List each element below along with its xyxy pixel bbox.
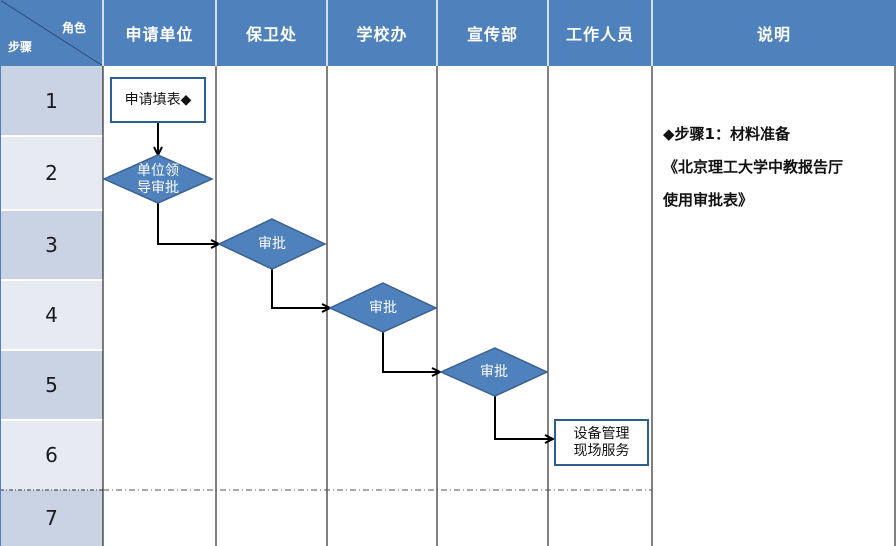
step-number: 6 (45, 443, 58, 467)
step-cell-bg (0, 280, 103, 350)
step-number: 3 (45, 233, 58, 257)
unit-leader-approval-diamond (102, 154, 214, 204)
equipment-service-box (554, 419, 649, 466)
notes-description: ◆步骤1：材料准备 《北京理工大学中教报告厅 使用审批表》 (663, 118, 893, 217)
column-header-notes: 说明 (756, 25, 791, 44)
corner-step-label: 步骤 (8, 40, 33, 54)
school-office-approval-label: 审批 (369, 299, 397, 316)
step-number: 5 (45, 373, 58, 397)
column-header-staff: 工作人员 (565, 25, 634, 44)
corner-diagonal (0, 0, 104, 67)
unit-leader-approval-label: 单位领 导审批 (104, 160, 212, 200)
fill-form-label: 申请填表◆ (124, 91, 192, 108)
column-header-publicity: 宣传部 (466, 25, 518, 44)
column-header-school-office: 学校办 (356, 25, 408, 44)
equipment-service-line2: 现场服务 (573, 443, 630, 459)
step-cell-bg (0, 66, 103, 136)
notes-line: 《北京理工大学中教报告厅 (663, 158, 844, 176)
notes-line: ◆步骤1：材料准备 (663, 125, 790, 143)
security-approval-label: 审批 (258, 235, 286, 252)
unit-leader-approval-line2: 导审批 (137, 180, 179, 196)
equipment-service-label: 设备管理 现场服务 (555, 422, 648, 464)
step-number: 4 (45, 303, 58, 327)
school-office-approval-diamond (328, 282, 438, 333)
connector-school-to-publicity (382, 332, 440, 372)
publicity-approval-diamond (439, 347, 549, 397)
step-number: 2 (45, 161, 58, 185)
unit-leader-approval-line1: 单位领 (137, 163, 179, 179)
security-approval-diamond (217, 218, 327, 270)
step-cell-bg (0, 420, 103, 490)
step-cell-bg (0, 210, 103, 280)
header-band (0, 0, 896, 66)
connector-leader-to-security (157, 203, 219, 244)
step-cell-bg (0, 350, 103, 420)
equipment-service-line1: 设备管理 (573, 426, 630, 442)
corner-role-label: 角色 (62, 21, 87, 35)
fill-form-box (110, 77, 206, 123)
publicity-approval-label: 审批 (480, 363, 508, 380)
step-separators (0, 135, 103, 421)
step-number: 1 (45, 89, 58, 113)
column-header-security: 保卫处 (245, 25, 297, 44)
column-header-applicant: 申请单位 (125, 25, 194, 44)
step-cell-bg (0, 490, 103, 546)
header-separators (102, 0, 653, 66)
step-number: 7 (45, 506, 58, 530)
connector-publicity-to-service (494, 396, 553, 439)
step-cell-bg (0, 136, 103, 210)
notes-line: 使用审批表》 (663, 191, 754, 209)
connector-security-to-school (271, 269, 330, 308)
